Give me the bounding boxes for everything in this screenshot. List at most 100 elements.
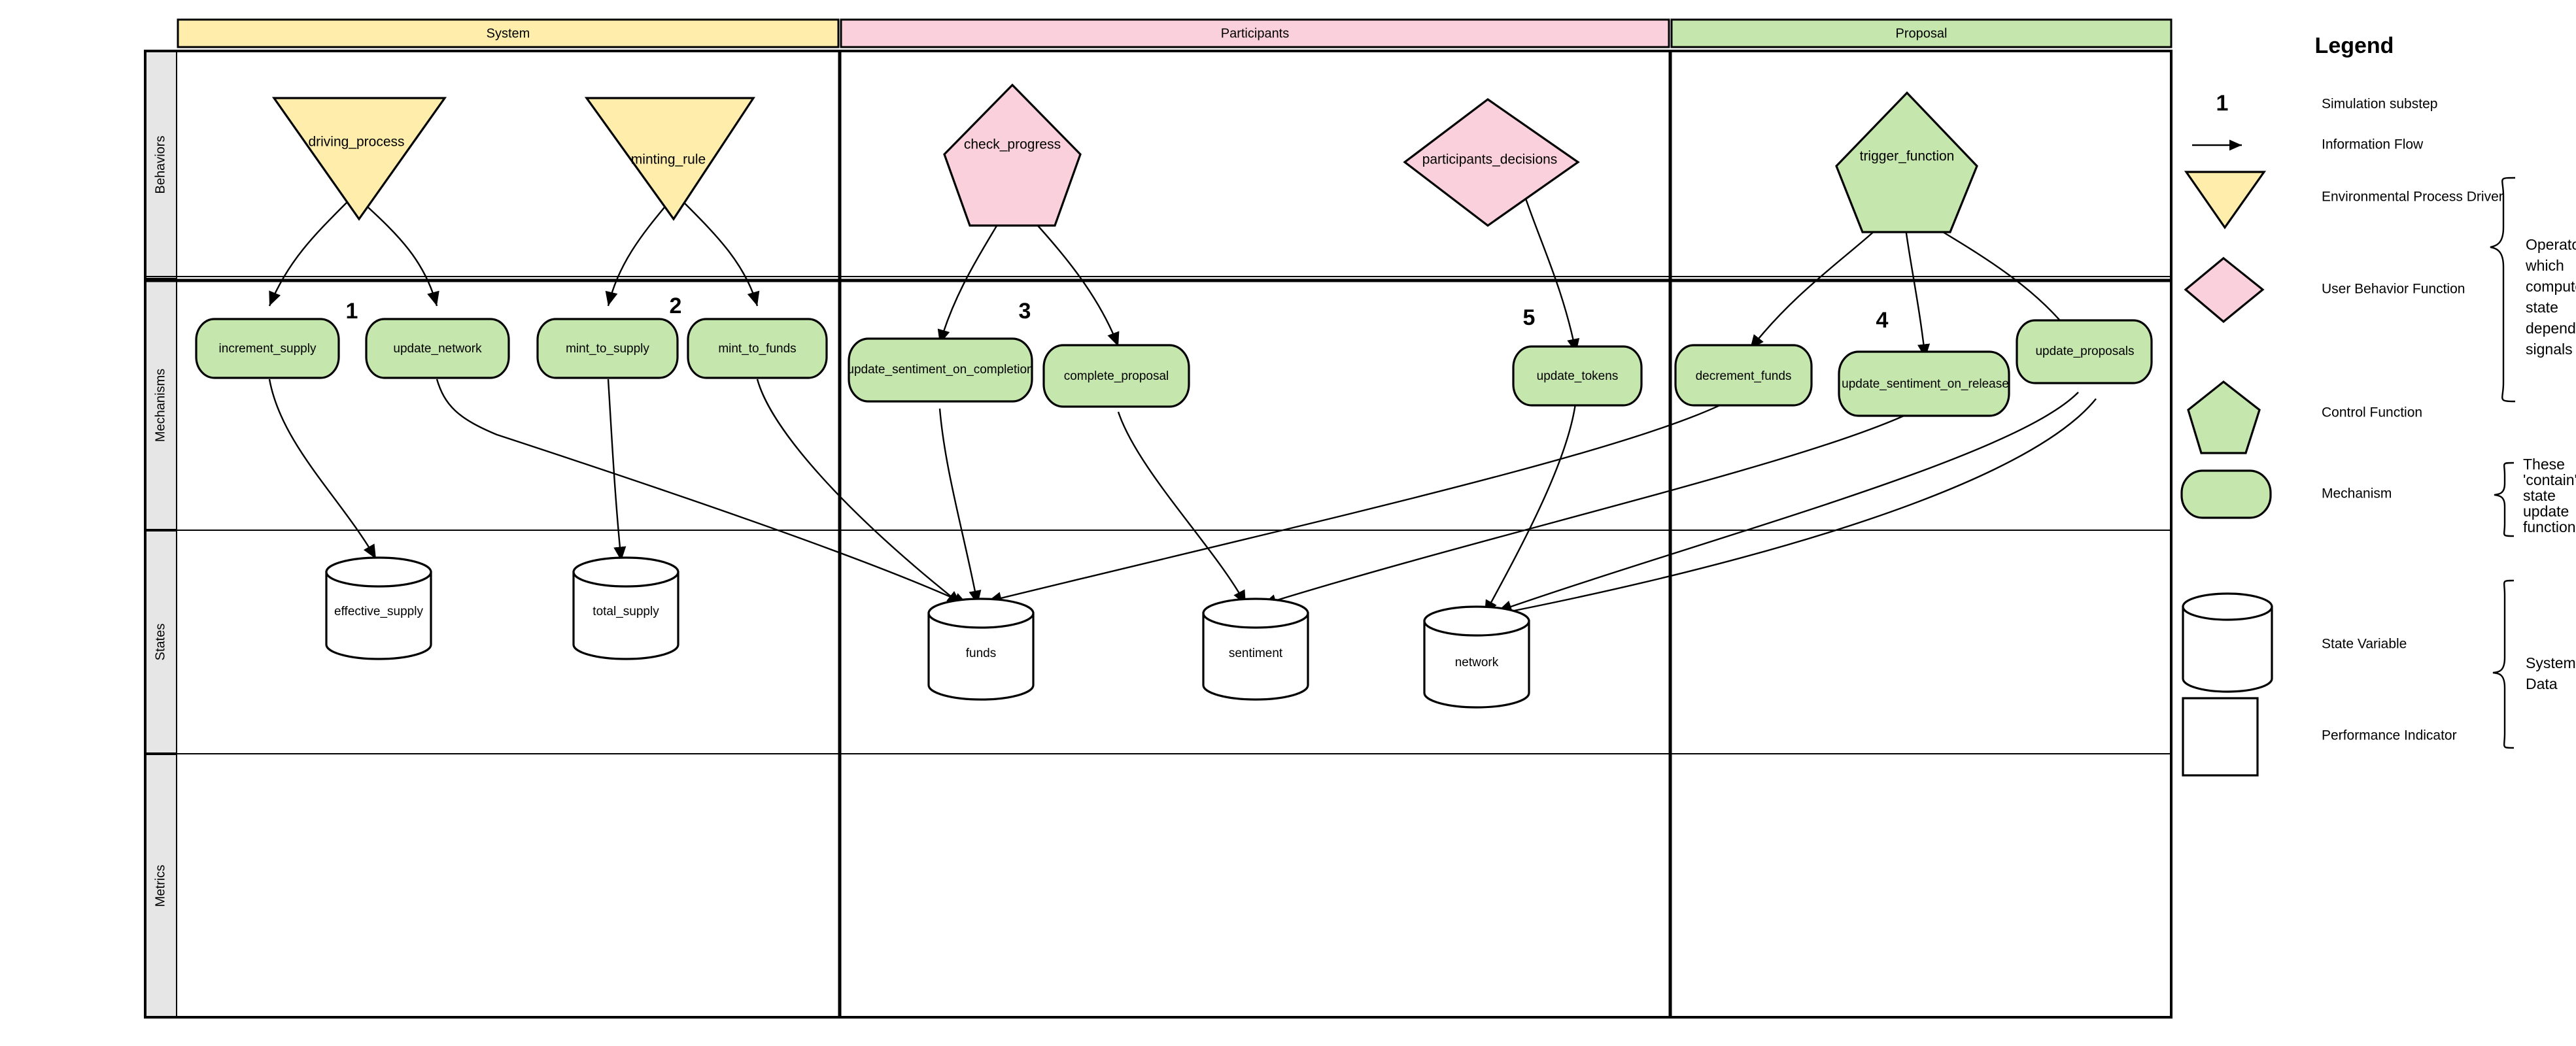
brace-line-3: computes (2526, 278, 2576, 295)
behavior-node-trigger-function[interactable]: trigger_function (1835, 91, 1978, 233)
mechanism-node-mint-to-supply[interactable]: mint_to_supply (536, 318, 679, 379)
edge-mint-to-supply-to-total-supply (607, 379, 627, 562)
behavior-node-driving-process-label: driving_process (308, 135, 404, 150)
state-nodes: effective_supply total_supply funds sent… (325, 556, 1530, 709)
rounded-rect-icon (365, 318, 510, 379)
edge-update-proposals-to-network (1497, 392, 2079, 613)
cylinder-icon-top (2182, 592, 2273, 621)
cylinder-icon-top (927, 598, 1035, 629)
row-header-behaviors-label: Behaviors (153, 136, 167, 194)
substep-numbers: 1 2 3 5 4 (346, 294, 1889, 333)
diamond-icon (2184, 256, 2265, 324)
behavior-node-check-progress[interactable]: check_progress (943, 83, 1082, 227)
row-header-states-label: States (153, 624, 167, 661)
legend-item-control-function: Control Function (2187, 380, 2422, 454)
behavior-nodes: driving_process minting_rule check_progr… (271, 83, 1978, 233)
legend-brace-operators-text: Operators which computes state dependent… (2525, 236, 2576, 358)
rect-icon (2182, 697, 2259, 777)
legend-brace-operators: Operators which computes state dependent… (2490, 177, 2576, 403)
column-header-participants-label: Participants (1221, 26, 1290, 41)
edge-driving-process-to-increment-supply (268, 202, 347, 307)
mechanism-node-mint-to-supply-label: mint_to_supply (566, 342, 649, 356)
brace-line-3: state (2523, 487, 2556, 504)
behavior-node-driving-process[interactable]: driving_process (271, 97, 447, 221)
behavior-node-trigger-function-label: trigger_function (1860, 149, 1955, 164)
legend-brace-system-data: System Data (2492, 579, 2576, 749)
edge-update-tokens-to-network (1483, 398, 1577, 615)
triangle-down-icon (271, 97, 447, 221)
brace-line-4: state (2526, 299, 2558, 316)
legend-glyph-substep-number: 1 (2216, 91, 2229, 116)
behavior-node-check-progress-label: check_progress (964, 137, 1061, 152)
rounded-rect-icon (536, 318, 679, 379)
edge-driving-process-to-update-network (362, 202, 439, 307)
brace-line-4: update (2523, 503, 2569, 520)
row-header-mechanisms-label: Mechanisms (153, 369, 167, 442)
mechanism-node-update-network[interactable]: update_network (365, 318, 510, 379)
legend-item-information-flow: Information Flow (2192, 137, 2424, 152)
mechanism-nodes: increment_supply update_network mint_to_… (195, 318, 2153, 417)
legend-brace-mechanism-text: These 'contain' state update functions (2523, 456, 2576, 535)
legend-label-state-variable: State Variable (2322, 637, 2407, 652)
flow-edges-mechanisms-to-states (268, 379, 2097, 622)
edge-update-proposals-to-network-b (1477, 398, 2097, 622)
mechanism-node-update-proposals[interactable]: update_proposals (2016, 319, 2153, 384)
legend-item-mechanism: Mechanism (2180, 469, 2392, 519)
substep-number-1: 1 (346, 299, 358, 324)
state-node-total-supply[interactable]: total_supply (572, 556, 679, 660)
mechanism-node-mint-to-funds[interactable]: mint_to_funds (687, 318, 828, 379)
substep-number-2: 2 (670, 294, 682, 318)
behavior-node-minting-rule[interactable]: minting_rule (584, 97, 755, 221)
state-node-effective-supply-label: effective_supply (334, 605, 423, 618)
state-node-network[interactable]: network (1423, 605, 1530, 709)
cylinder-icon-body (927, 612, 1035, 701)
column-header-proposal-band (1670, 18, 2172, 48)
brace-line-1: These (2523, 456, 2565, 473)
mechanism-node-update-sentiment-on-completion[interactable]: update_sentiment_on_completion (847, 337, 1034, 403)
diamond-icon (1403, 98, 1580, 227)
state-node-effective-supply[interactable]: effective_supply (325, 556, 432, 660)
substep-number-5: 5 (1523, 305, 1536, 330)
cylinder-icon-top (1202, 598, 1309, 629)
legend-item-simulation-substep: 1 Simulation substep (2216, 91, 2438, 116)
edge-trigger-function-to-decrement-funds (1749, 218, 1888, 350)
mechanism-node-decrement-funds[interactable]: decrement_funds (1674, 344, 1813, 407)
column-header-system-band (177, 18, 840, 48)
legend-panel: Legend 1 Simulation substep Information … (2180, 33, 2576, 777)
mechanism-node-update-tokens-label: update_tokens (1537, 369, 1619, 383)
substep-number-3: 3 (1019, 299, 1031, 324)
substep-number-4: 4 (1876, 308, 1889, 333)
edge-increment-supply-to-effective-supply (268, 379, 377, 560)
state-node-funds-label: funds (966, 647, 996, 660)
mechanism-node-update-sentiment-on-release[interactable]: update_sentiment_on_release (1838, 350, 2010, 417)
legend-label-control-function: Control Function (2322, 405, 2422, 420)
state-node-sentiment-label: sentiment (1229, 647, 1283, 660)
state-node-network-label: network (1455, 656, 1499, 669)
edge-mint-to-funds-to-funds (756, 379, 962, 605)
mechanism-node-complete-proposal[interactable]: complete_proposal (1042, 344, 1190, 408)
brace-line-1: System (2526, 654, 2576, 671)
legend-item-performance-indicator: Performance Indicator (2182, 697, 2457, 777)
rounded-rect-icon (2016, 319, 2153, 384)
legend-label-user-behavior-function: User Behavior Function (2322, 282, 2465, 297)
behavior-node-participants-decisions[interactable]: participants_decisions (1403, 98, 1580, 227)
brace-line-5: dependent (2526, 320, 2576, 337)
cylinder-icon-body (572, 571, 679, 660)
mechanism-node-increment-supply[interactable]: increment_supply (195, 318, 340, 379)
state-node-sentiment[interactable]: sentiment (1202, 598, 1309, 701)
grid-outer-frame (144, 50, 2172, 1019)
state-node-total-supply-label: total_supply (592, 605, 659, 618)
legend-label-information-flow: Information Flow (2322, 137, 2424, 152)
row-headers: Behaviors Mechanisms States Metrics (145, 50, 177, 1018)
edge-minting-rule-to-mint-to-funds (683, 202, 760, 307)
edge-update-network-to-network-a (436, 379, 969, 606)
column-header-participants-band (840, 18, 1670, 48)
brace-line-1: Operators (2526, 236, 2576, 253)
column-headers: System Participants Proposal (177, 18, 2172, 48)
state-node-funds[interactable]: funds (927, 598, 1035, 701)
mechanism-node-update-tokens[interactable]: update_tokens (1512, 345, 1643, 407)
mechanism-node-complete-proposal-label: complete_proposal (1064, 369, 1169, 383)
swimlane-grid (144, 50, 2172, 1019)
edge-participants-decisions-to-update-tokens (1522, 192, 1580, 354)
